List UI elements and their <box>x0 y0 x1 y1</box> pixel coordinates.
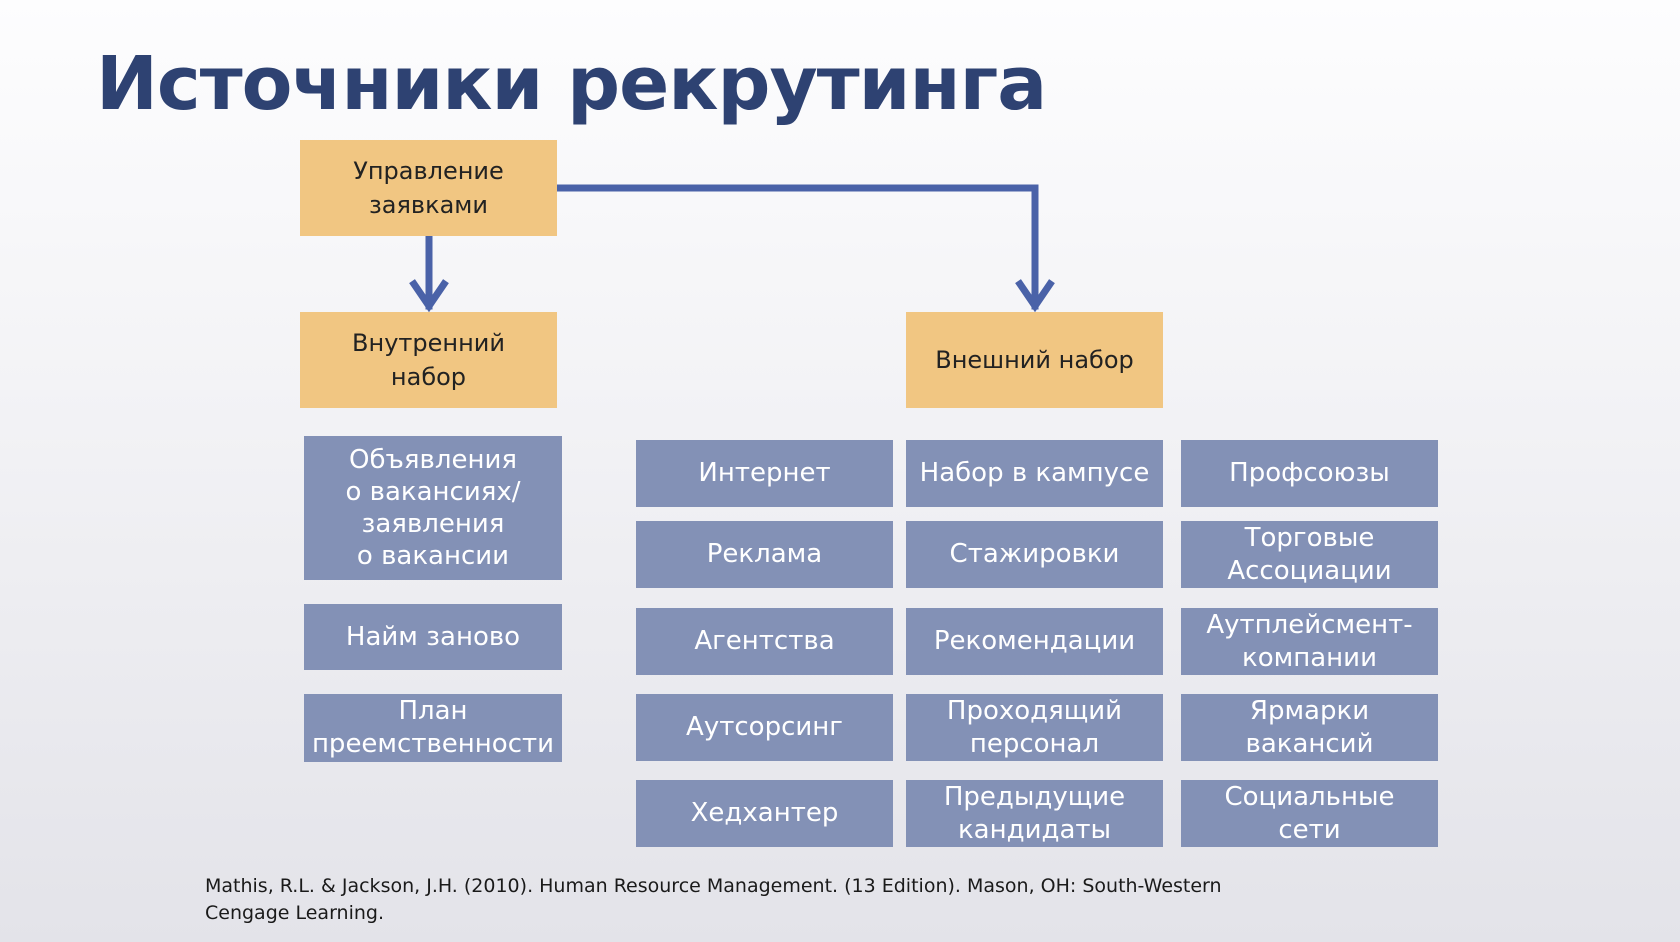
external-source-label: Хедхантер <box>690 798 839 828</box>
external-source-label: Торговые Ассоциации <box>1227 522 1392 586</box>
internal-source-label: План преемственности <box>311 696 555 759</box>
external-source-box: Рекомендации <box>906 608 1163 675</box>
management-box: Управление заявками <box>300 140 557 236</box>
internal-recruitment-box: Внутренний набор <box>300 312 557 408</box>
internal-source-box: Найм заново <box>304 604 562 670</box>
external-source-label: Социальные сети <box>1224 781 1395 845</box>
internal-source-box: План преемственности <box>304 694 562 762</box>
external-source-label: Проходящий персонал <box>946 695 1123 759</box>
external-source-box: Проходящий персонал <box>906 694 1163 761</box>
external-source-label: Предыдущие кандидаты <box>943 781 1126 845</box>
external-source-label: Аутсорсинг <box>686 712 843 742</box>
external-source-box: Хедхантер <box>636 780 893 847</box>
internal-recruitment-label: Внутренний набор <box>352 329 505 391</box>
external-source-box: Реклама <box>636 521 893 588</box>
external-source-label: Набор в кампусе <box>919 458 1150 488</box>
internal-source-label: Объявления о вакансиях/ заявления о вака… <box>345 445 521 571</box>
management-label: Управление заявками <box>353 157 504 219</box>
arrow-head-internal <box>409 279 449 313</box>
external-source-box: Агентства <box>636 608 893 675</box>
external-source-box: Набор в кампусе <box>906 440 1163 507</box>
external-source-label: Аутплейсмент- компании <box>1206 609 1413 673</box>
external-source-box: Аутплейсмент- компании <box>1181 608 1438 675</box>
external-source-box: Ярмарки вакансий <box>1181 694 1438 761</box>
external-source-box: Социальные сети <box>1181 780 1438 847</box>
external-source-box: Интернет <box>636 440 893 507</box>
external-source-box: Предыдущие кандидаты <box>906 780 1163 847</box>
external-source-box: Торговые Ассоциации <box>1181 521 1438 588</box>
citation-text: Mathis, R.L. & Jackson, J.H. (2010). Hum… <box>205 875 1222 924</box>
arrow-to-external <box>553 184 1039 310</box>
external-source-label: Агентства <box>694 626 835 656</box>
arrow-head-external <box>1015 279 1055 313</box>
external-source-box: Стажировки <box>906 521 1163 588</box>
external-source-label: Стажировки <box>949 539 1120 569</box>
internal-source-box: Объявления о вакансиях/ заявления о вака… <box>304 436 562 580</box>
external-source-label: Профсоюзы <box>1229 458 1390 488</box>
external-source-box: Профсоюзы <box>1181 440 1438 507</box>
external-source-label: Реклама <box>706 539 823 569</box>
internal-source-label: Найм заново <box>345 621 521 652</box>
external-source-label: Интернет <box>698 458 831 488</box>
external-recruitment-box: Внешний набор <box>906 312 1163 408</box>
slide-title: Источники рекрутинга <box>96 41 1047 127</box>
external-source-box: Аутсорсинг <box>636 694 893 761</box>
external-recruitment-label: Внешний набор <box>935 346 1134 374</box>
external-source-label: Рекомендации <box>933 626 1136 656</box>
external-source-label: Ярмарки вакансий <box>1245 695 1374 759</box>
